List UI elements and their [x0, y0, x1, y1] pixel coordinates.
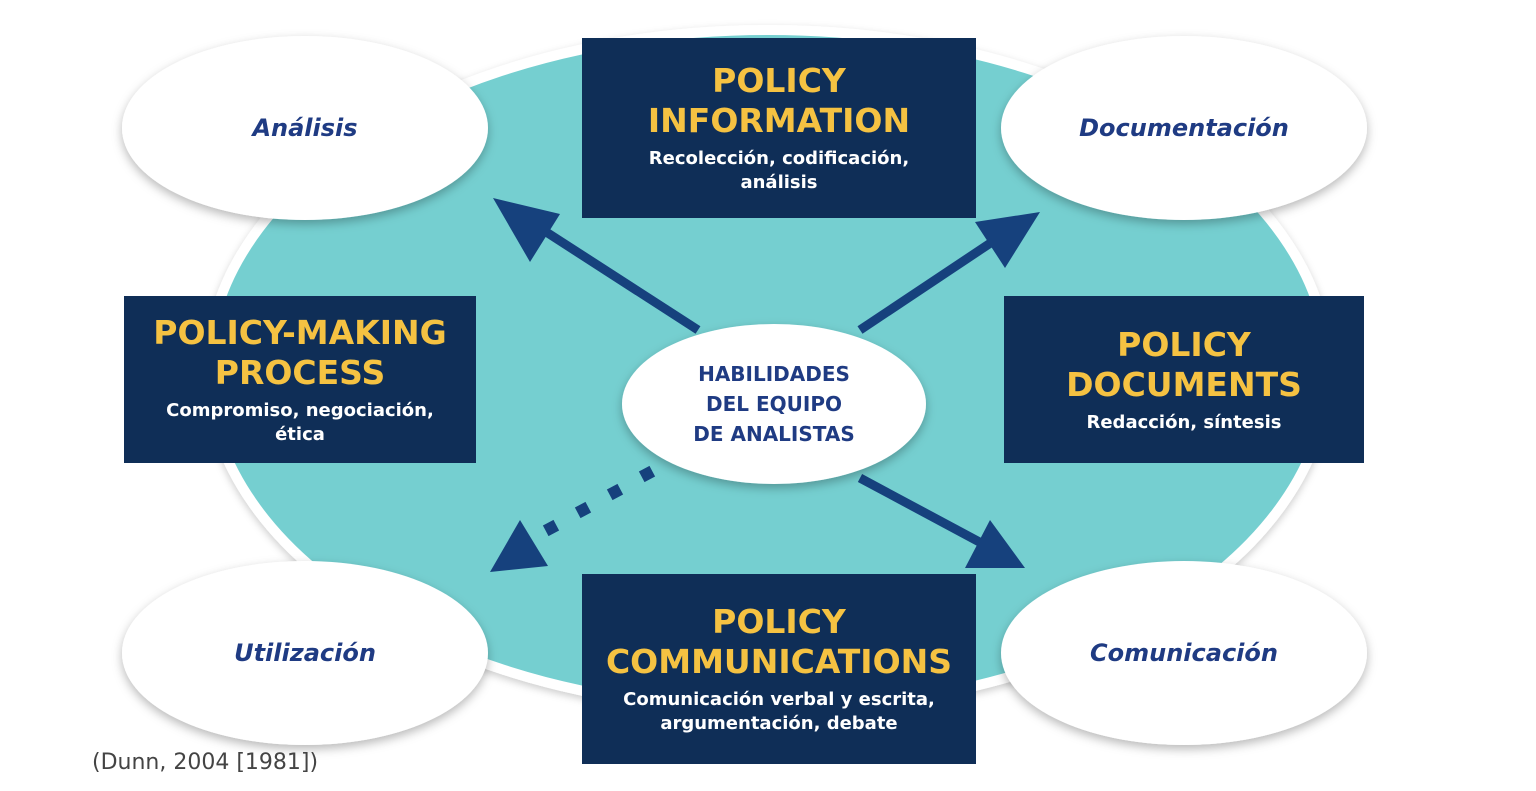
dot-3 [574, 501, 592, 519]
dot-1 [638, 465, 656, 483]
oval-analisis [122, 36, 488, 220]
arrow-to-comunicacion [857, 474, 988, 549]
center-line-1: HABILIDADES [698, 362, 850, 386]
policy-documents-title-1: POLICY [1117, 324, 1251, 364]
policy-information-sub-1: Recolección, codificación, [648, 148, 910, 169]
arrow-to-analisis [537, 224, 701, 334]
label-analisis: Análisis [252, 114, 358, 142]
policy-communications-title-1: POLICY [712, 602, 846, 641]
policy-making-sub-2: ética [275, 423, 325, 445]
policy-documents-sub-1: Redacción, síntesis [1086, 411, 1282, 433]
policy-information-sub-2: análisis [740, 172, 818, 193]
policy-making-title-2: PROCESS [214, 352, 386, 392]
policy-documents-title-2: DOCUMENTS [1066, 364, 1302, 404]
policy-communications-sub-2: argumentación, debate [660, 713, 898, 734]
box-policy-documents: POLICY DOCUMENTS Redacción, síntesis [1004, 296, 1364, 463]
arrowhead-documentacion [975, 212, 1040, 268]
center-label: HABILIDADES DEL EQUIPO DE ANALISTAS [622, 324, 926, 484]
box-policy-communications: POLICY COMMUNICATIONS Comunicación verba… [582, 574, 976, 764]
box-policy-information: POLICY INFORMATION Recolección, codifica… [582, 38, 976, 218]
policy-communications-sub-1: Comunicación verbal y escrita, [623, 689, 935, 710]
center-line-2: DEL EQUIPO [706, 392, 842, 416]
label-utilizacion: Utilización [234, 639, 376, 667]
dot-2 [606, 483, 624, 501]
policy-making-title-1: POLICY-MAKING [153, 312, 447, 352]
dot-4 [542, 519, 560, 537]
center-line-3: DE ANALISTAS [693, 422, 855, 446]
oval-center [622, 324, 926, 484]
oval-documentacion [1001, 36, 1367, 220]
box-policy-making-process: POLICY-MAKING PROCESS Compromiso, negoci… [124, 296, 476, 463]
label-documentacion: Documentación [1079, 114, 1289, 142]
policy-communications-title-2: COMMUNICATIONS [605, 642, 953, 681]
oval-utilizacion [122, 561, 488, 745]
policy-information-title-1: POLICY [712, 61, 846, 100]
arrowhead-comunicacion [965, 520, 1025, 568]
arrowhead-utilizacion [490, 520, 548, 572]
citation: (Dunn, 2004 [1981]) [92, 750, 319, 775]
label-comunicacion: Comunicación [1090, 639, 1278, 667]
arrowhead-analisis [493, 198, 560, 262]
policy-making-sub-1: Compromiso, negociación, [166, 399, 434, 421]
policy-information-title-2: INFORMATION [647, 101, 911, 140]
arrow-to-documentacion [857, 236, 998, 334]
oval-comunicacion [1001, 561, 1367, 745]
